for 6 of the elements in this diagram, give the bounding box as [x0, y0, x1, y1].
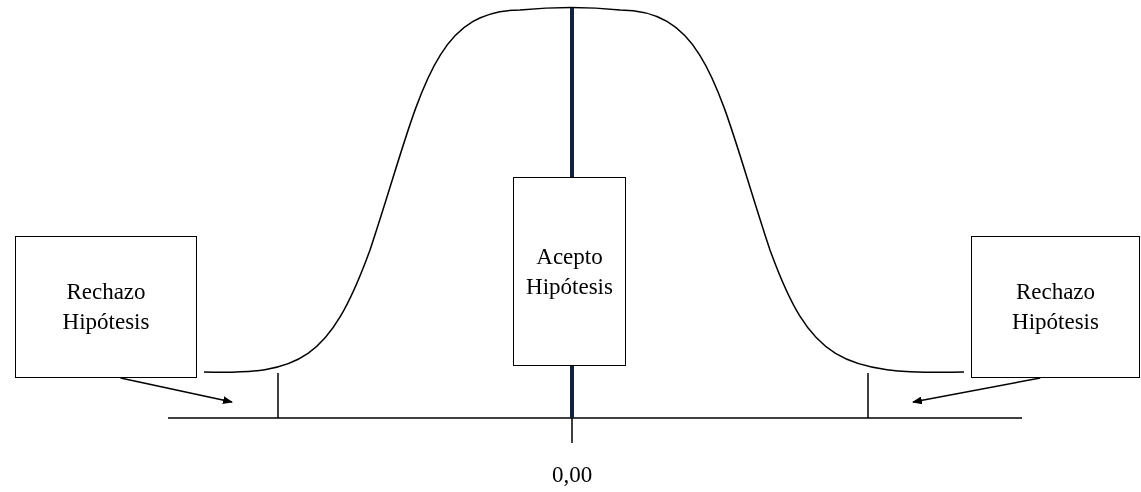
leader-arrow: [912, 377, 1042, 405]
text-box: Acepto Hipótesis: [513, 177, 626, 366]
axis-value-label: 0,00: [552, 462, 593, 488]
text-box: Rechazo Hipótesis: [971, 236, 1140, 378]
leader-arrow: [119, 377, 233, 404]
text-box: Rechazo Hipótesis: [15, 236, 197, 378]
